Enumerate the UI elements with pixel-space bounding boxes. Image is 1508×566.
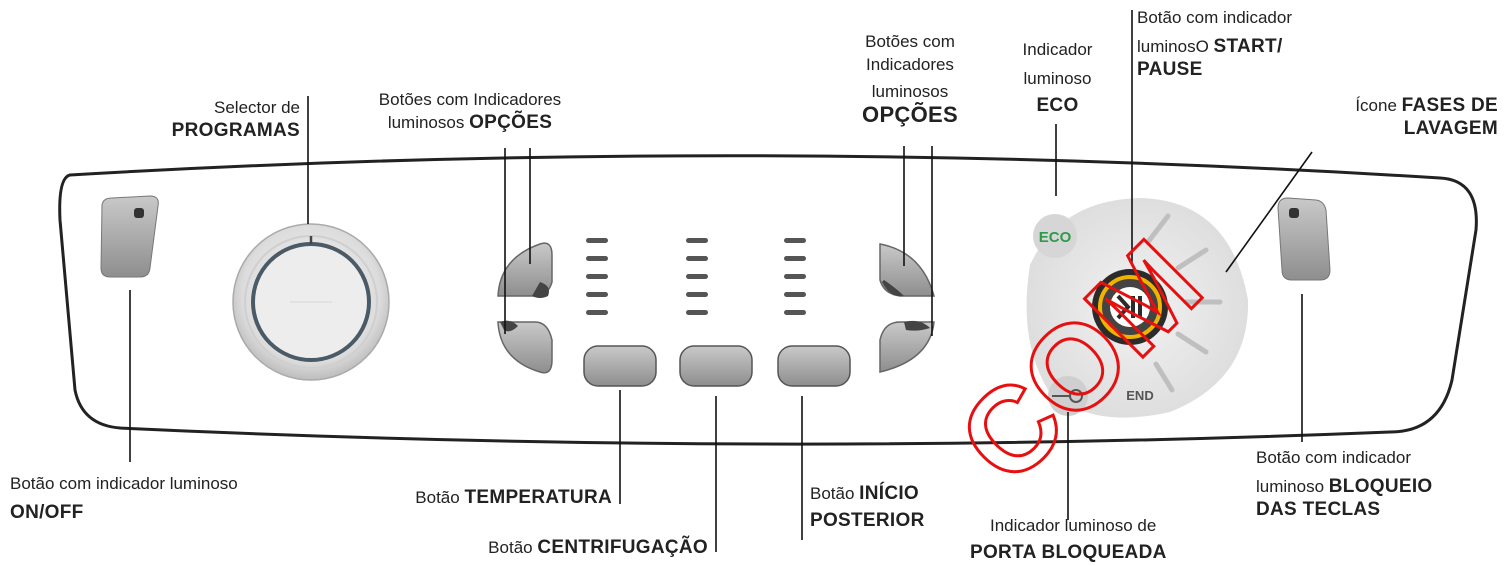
eco-indicator: ECO: [1033, 214, 1077, 258]
end-indicator-text: END: [1126, 388, 1153, 403]
delay-start-button[interactable]: [777, 345, 851, 387]
label-wash-phases: Ícone FASES DE LAVAGEM: [1355, 95, 1498, 139]
label-eco: Indicador luminoso ECO: [1022, 40, 1093, 116]
wash-phase-icon: [1145, 213, 1223, 393]
spin-button[interactable]: [679, 345, 753, 387]
start-pause-button[interactable]: [1092, 269, 1168, 345]
label-options-left: Botões com Indicadores luminosos OPÇÕES: [378, 90, 562, 133]
on-off-button[interactable]: [100, 195, 159, 278]
label-spin: Botão CENTRIFUGAÇÃO: [488, 537, 708, 558]
key-lock-button[interactable]: [1277, 197, 1331, 281]
leader-lines: [129, 10, 1313, 552]
on-off-led-icon: [134, 208, 144, 218]
label-door-lock: Indicador luminoso de PORTA BLOQUEADA: [970, 516, 1167, 563]
play-pause-icon: [1116, 294, 1131, 320]
label-program-selector: Selector de PROGRAMAS: [171, 98, 300, 141]
key-lock-led-icon: [1289, 208, 1299, 218]
label-temperature: Botão TEMPERATURA: [415, 487, 612, 508]
door-lock-indicator: END: [1048, 376, 1154, 416]
label-key-lock: Botão com indicador luminoso BLOQUEIO DA…: [1256, 448, 1433, 520]
label-options-right: Botões com Indicadores luminosos OPÇÕES: [862, 32, 958, 127]
label-delay-start: Botão INÍCIO POSTERIOR: [810, 483, 925, 531]
label-start-pause: Botão com indicador luminosO START/ PAUS…: [1137, 8, 1292, 80]
label-on-off: Botão com indicador luminoso ON/OFF: [10, 474, 238, 523]
temperature-button[interactable]: [583, 345, 657, 387]
eco-badge-text: ECO: [1039, 229, 1072, 246]
program-selector-knob[interactable]: [232, 223, 390, 381]
option-buttons-right[interactable]: [879, 243, 935, 373]
led-indicator-bars: [586, 238, 806, 315]
